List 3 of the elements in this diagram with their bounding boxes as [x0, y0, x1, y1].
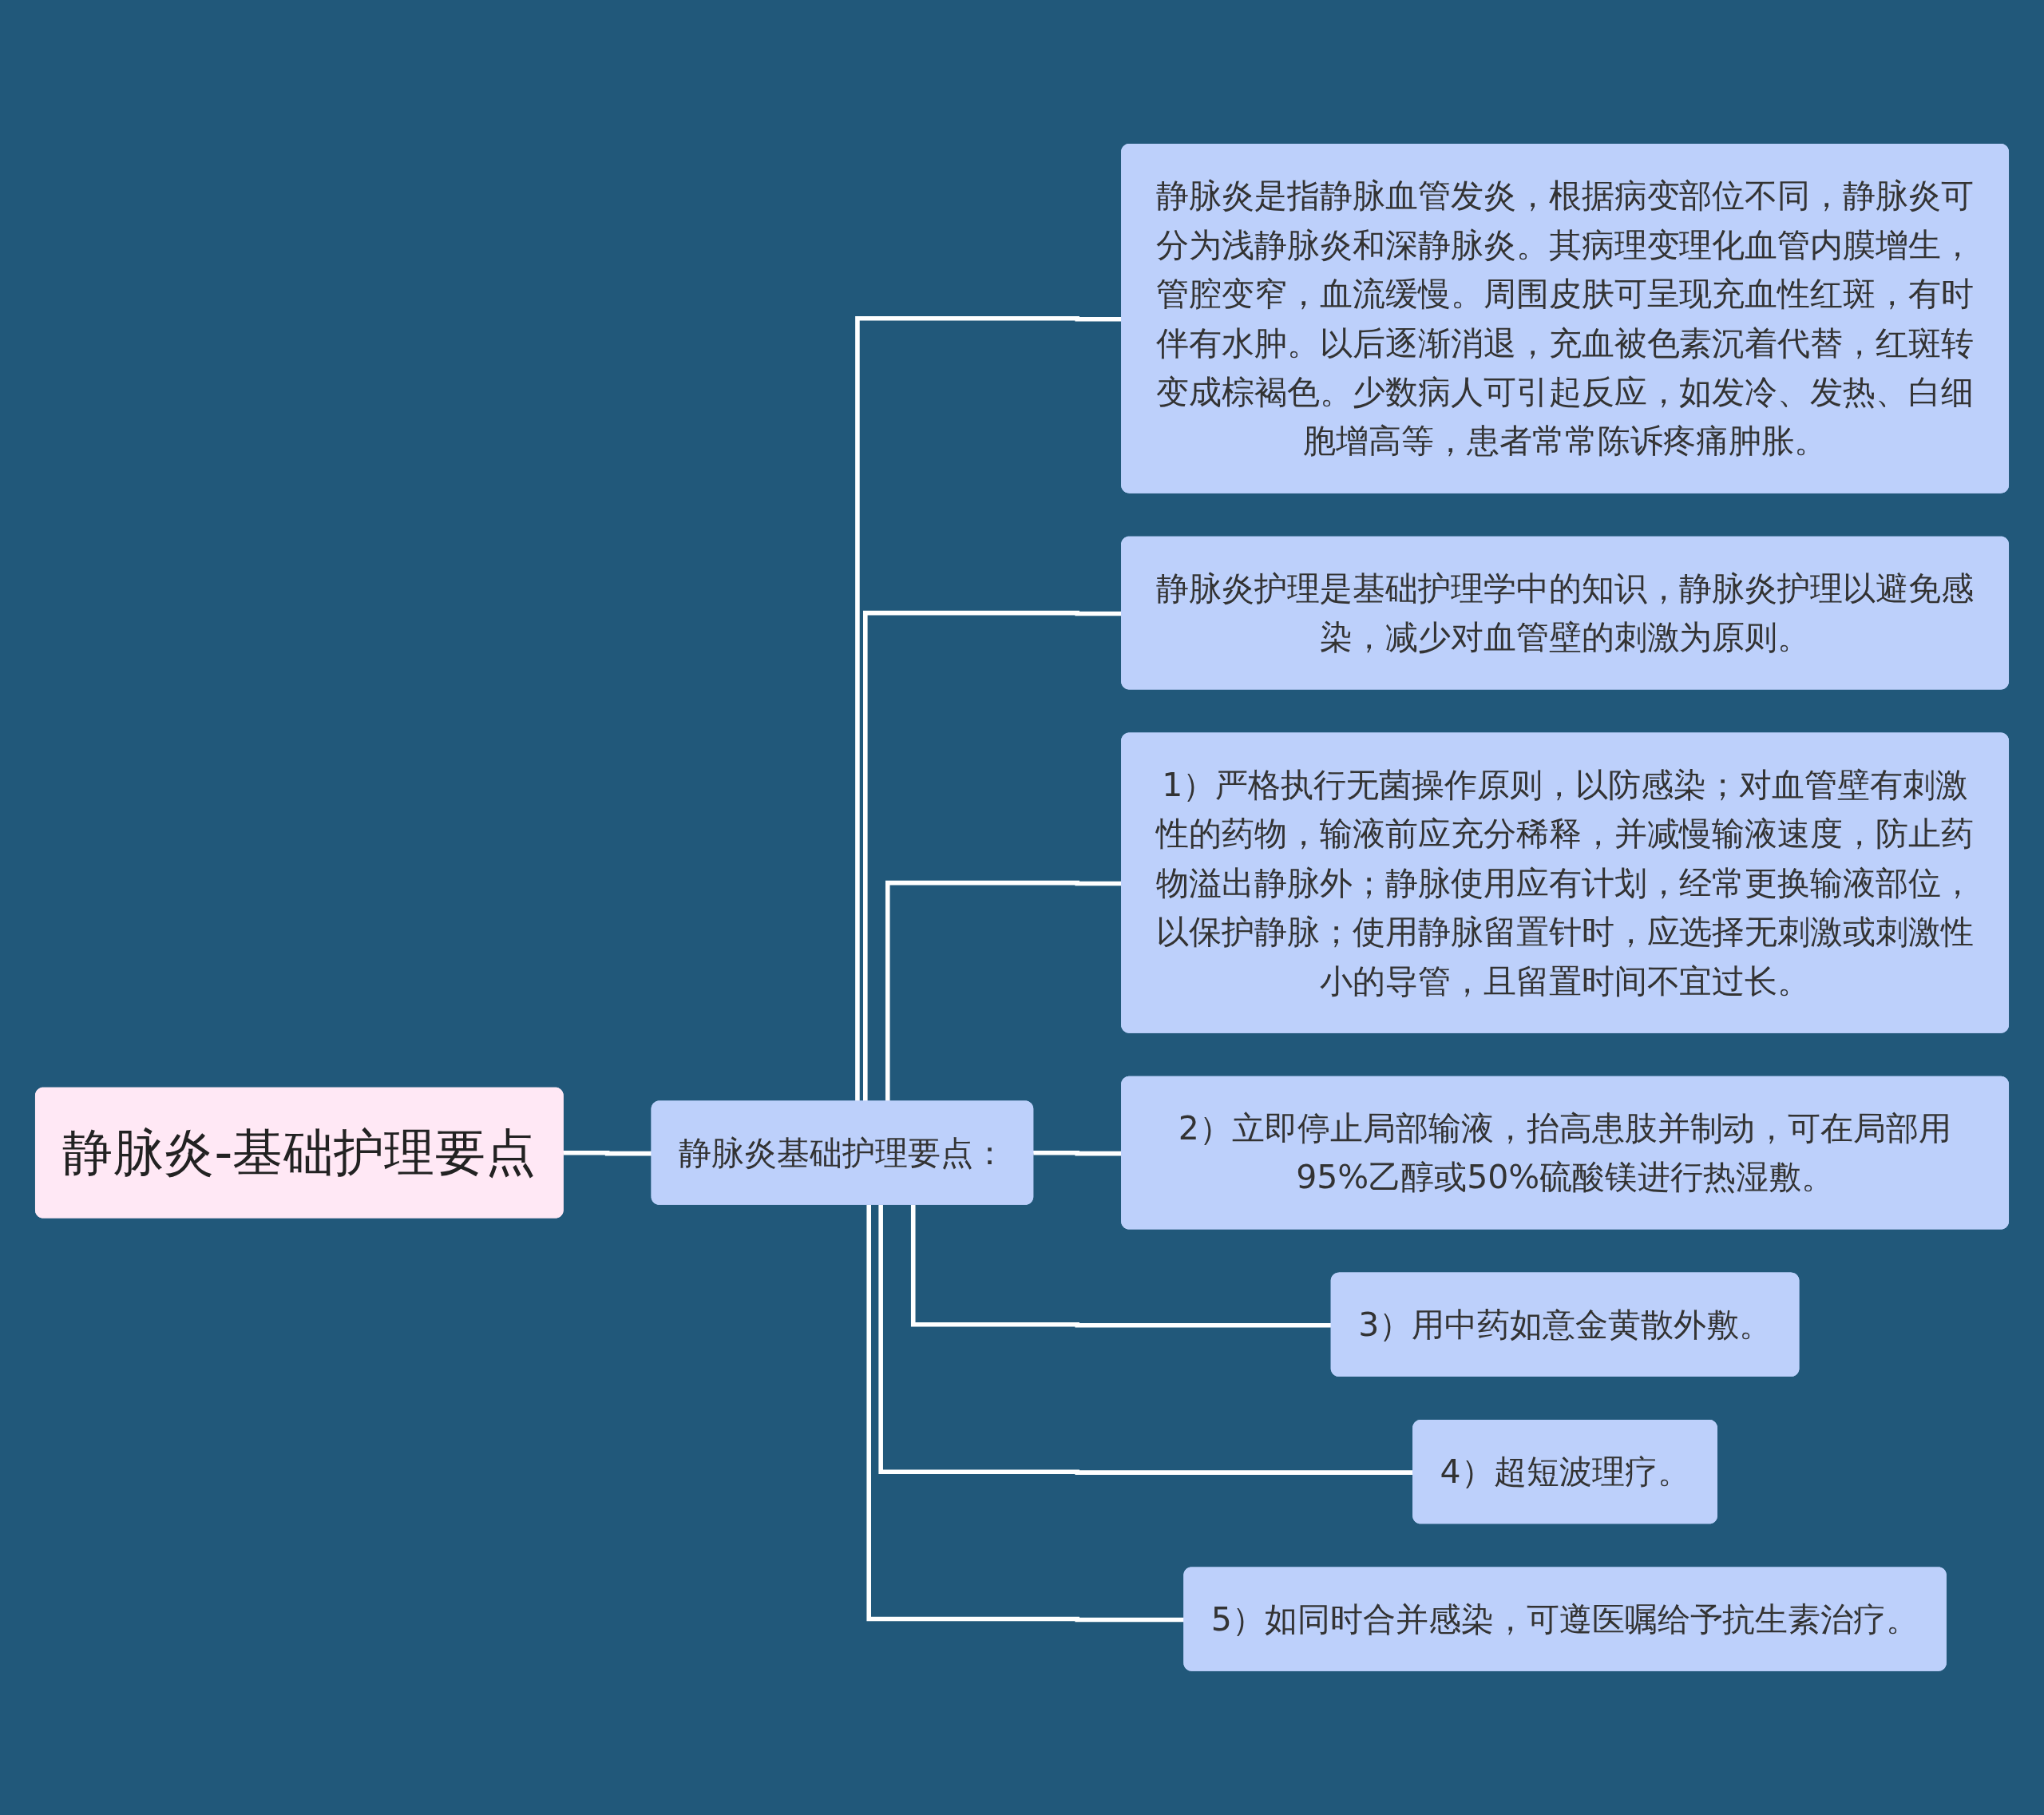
- connector: [855, 316, 1123, 1103]
- connector: [885, 880, 1123, 1103]
- connector: [863, 610, 1123, 1103]
